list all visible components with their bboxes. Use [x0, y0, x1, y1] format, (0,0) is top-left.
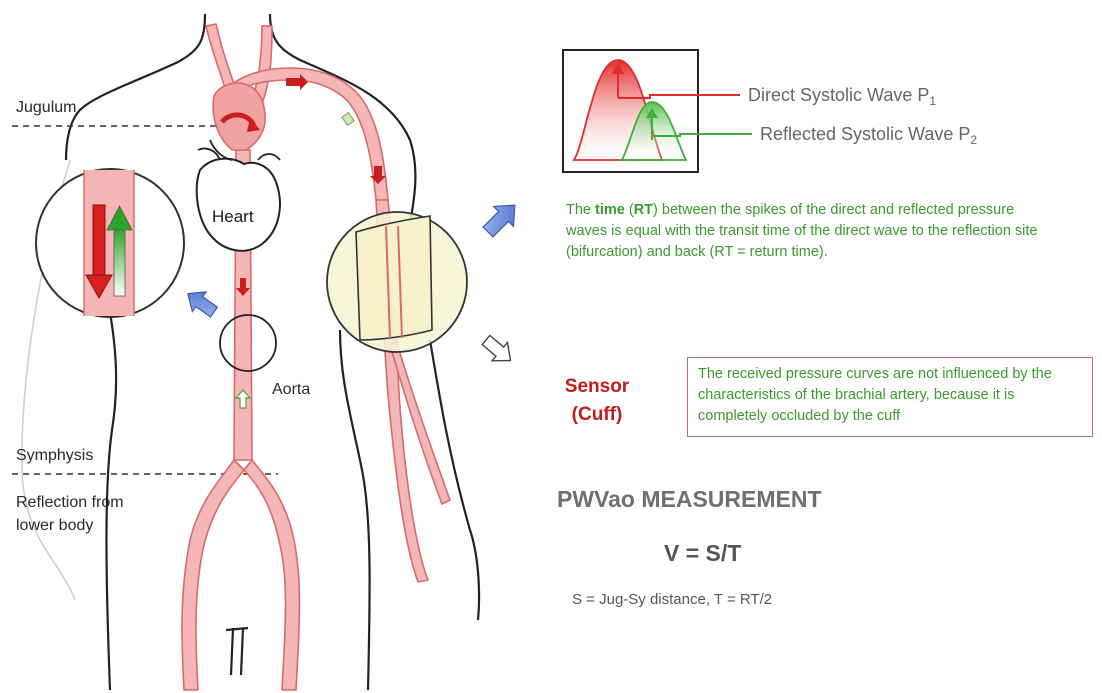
blue-arrow-icon-left [181, 284, 221, 322]
direct-wave-label: Direct Systolic Wave P1 [748, 85, 936, 108]
measurement-formula: V = S/T [664, 540, 741, 567]
measurement-legend: S = Jug-Sy distance, T = RT/2 [572, 591, 772, 608]
pulse-wave-box [563, 50, 698, 172]
sensor-cuff-label: Sensor(Cuff) [548, 373, 646, 429]
cuff-magnifier [327, 212, 467, 352]
cuff-note-box: The received pressure curves are not inf… [687, 357, 1093, 437]
reflection-lower-body-label: Reflection from lower body [16, 491, 126, 537]
reflected-wave-label: Reflected Systolic Wave P2 [760, 124, 977, 147]
heart-outline [197, 159, 280, 251]
return-time-note: The time (RT) between the spikes of the … [566, 200, 1046, 263]
jugulum-label: Jugulum [16, 97, 76, 119]
outline-arrow-icon [478, 331, 518, 370]
heart-vessel-right [258, 154, 280, 160]
magnifier-aorta [36, 169, 184, 317]
symphysis-label: Symphysis [16, 445, 93, 467]
heart-label: Heart [212, 206, 254, 228]
body-outline [66, 14, 479, 690]
measurement-title: PWVao MEASUREMENT [557, 486, 822, 513]
aorta-label: Aorta [272, 379, 310, 401]
green-flow-marker [342, 113, 354, 126]
blue-arrow-icon [478, 195, 525, 242]
